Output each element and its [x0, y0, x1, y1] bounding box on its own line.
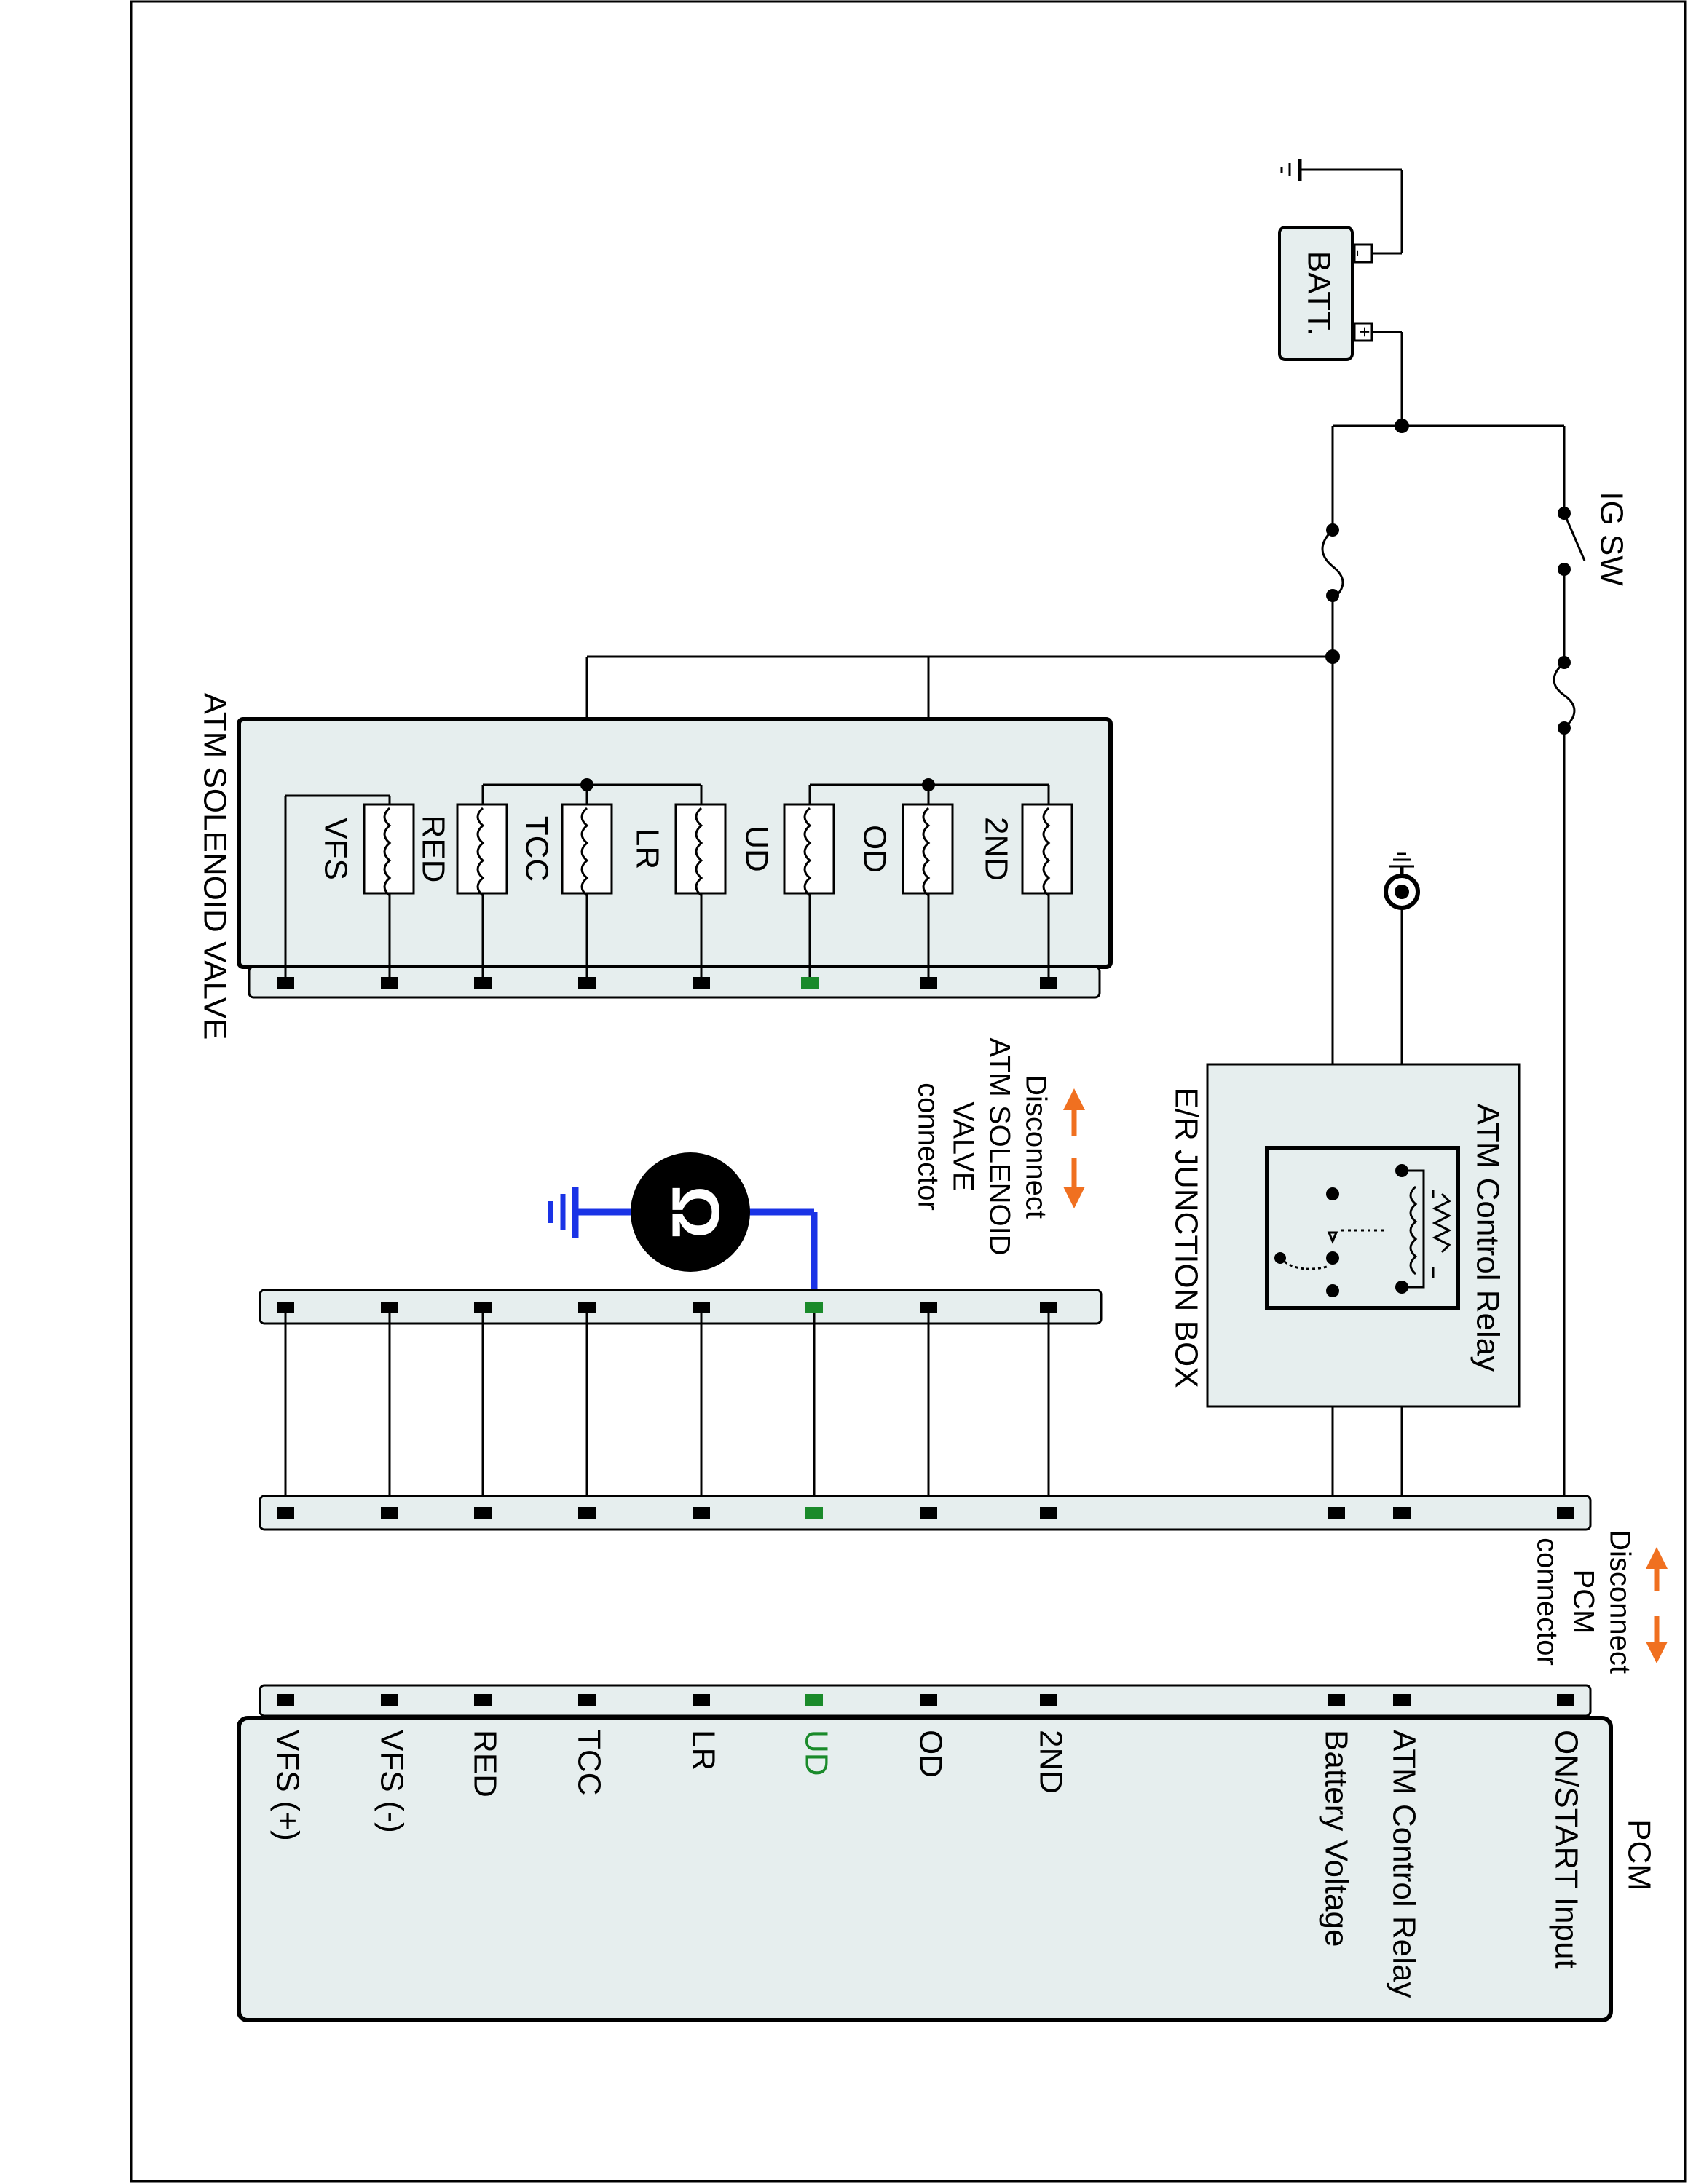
- pcm-terminal-battery: Battery Voltage: [1318, 1730, 1354, 1947]
- er-junction-box: E/R JUNCTION BOX ATM Control Relay: [1168, 1063, 1521, 1408]
- harness-pin-ud: [805, 1302, 823, 1313]
- harness-connector-pcm-side: [259, 1495, 1592, 1531]
- solenoid-name-vfs: VFS: [318, 818, 353, 880]
- pcm-connector-pins: [277, 1694, 1574, 1706]
- solenoid-name-tcc: TCC: [518, 816, 554, 882]
- svg-text:PCM: PCM: [1567, 1570, 1599, 1634]
- svg-text:connector: connector: [912, 1083, 944, 1211]
- disconnect-solenoid-note: Disconnect ATM SOLENOID VALVE connector: [912, 1037, 1052, 1255]
- pcm-terminal-2nd: 2ND: [1033, 1730, 1068, 1794]
- coil-tcc: [561, 803, 613, 983]
- solenoid-name-lr: LR: [629, 828, 665, 869]
- pcm-terminal-vfs-plus: VFS (+): [269, 1730, 305, 1841]
- ignition-branch: IG SW: [1333, 419, 1629, 1511]
- pcm-terminal-atm-relay: ATM Control Relay: [1386, 1730, 1421, 1998]
- solenoid-name-red: RED: [415, 815, 451, 883]
- ohmmeter-icon: [631, 1152, 750, 1272]
- svg-text:Disconnect: Disconnect: [1604, 1530, 1636, 1674]
- ig-sw-label: IG SW: [1593, 491, 1629, 586]
- battery-ground: [1280, 159, 1403, 255]
- pcm-terminal-on-start: ON/START Input: [1548, 1730, 1584, 1969]
- junction-box-label: E/R JUNCTION BOX: [1168, 1087, 1204, 1388]
- harness-wires: [284, 1313, 1050, 1511]
- pcm-terminal-od: OD: [912, 1730, 948, 1778]
- coil-lr: [674, 803, 727, 983]
- relay-ground: [1384, 852, 1420, 1511]
- pcm-terminal-red: RED: [467, 1730, 502, 1797]
- coil-ud: [783, 803, 835, 983]
- harness-connector-solenoid-side: [259, 1289, 1103, 1325]
- svg-text:Disconnect: Disconnect: [1019, 1075, 1052, 1219]
- disconnect-pcm-arrows: [1646, 1547, 1668, 1663]
- pcm-module: PCM ON/START Input ATM Control Relay Bat…: [237, 1684, 1657, 2022]
- pcm-title: PCM: [1621, 1819, 1657, 1891]
- disconnect-pcm-note: Disconnect PCM connector: [1531, 1530, 1636, 1674]
- coil-od: [902, 803, 954, 983]
- pcm-pin-ud: [805, 1694, 823, 1706]
- solenoid-connector-pins: [277, 977, 1057, 989]
- pcm-terminal-vfs-minus: VFS (-): [374, 1730, 409, 1833]
- battery-minus-label: -: [1348, 250, 1370, 257]
- solenoid-name-ud: UD: [738, 826, 774, 872]
- svg-text:ATM SOLENOID: ATM SOLENOID: [983, 1037, 1015, 1255]
- coil-red: [456, 803, 508, 983]
- svg-text:connector: connector: [1531, 1538, 1563, 1666]
- solenoid-name-od: OD: [856, 825, 892, 873]
- control-relay-label: ATM Control Relay: [1470, 1104, 1505, 1372]
- ohmmeter: Ω: [548, 1152, 818, 1303]
- battery-plus-label: +: [1354, 326, 1376, 337]
- solenoid-name-2nd: 2ND: [978, 817, 1014, 881]
- battery-label: BATT.: [1301, 251, 1336, 336]
- coil-2nd: [1021, 803, 1073, 983]
- disconnect-solenoid-arrows: [1063, 1088, 1085, 1208]
- pcm-terminal-lr: LR: [685, 1730, 721, 1770]
- pcm-terminal-tcc: TCC: [571, 1730, 607, 1795]
- pcm-terminal-ud: UD: [798, 1730, 834, 1776]
- pcm-side-pin-ud: [805, 1507, 823, 1519]
- battery: - + BATT.: [1278, 226, 1403, 426]
- solenoid-pin-ud: [801, 977, 819, 989]
- coil-vfs: [363, 803, 415, 983]
- page-border: [130, 0, 1687, 2183]
- atm-solenoid-valve: ATM SOLENOID VALVE: [197, 693, 1113, 1040]
- svg-text:VALVE: VALVE: [947, 1101, 979, 1191]
- solenoid-valve-title: ATM SOLENOID VALVE: [197, 693, 232, 1040]
- ohm-symbol: Ω: [658, 1185, 733, 1239]
